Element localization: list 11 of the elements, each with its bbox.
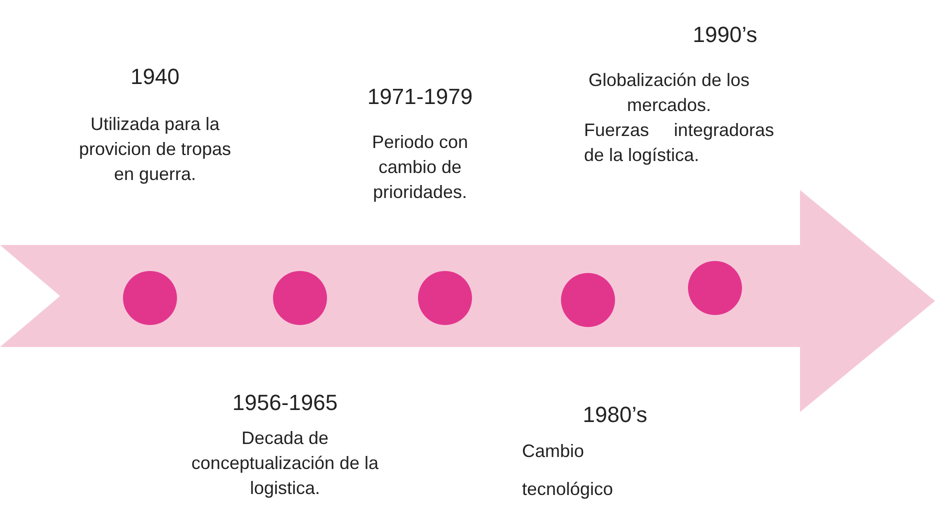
event-description: Fuerzas integradoras de la logística. [584,119,774,167]
event-description: Periodo con cambio de prioridades. [370,131,470,204]
year-label: 1940 [130,64,180,89]
year-label: 1971-1979 [366,84,474,109]
event-description: Globalización de los mercados. [587,69,751,117]
event-description: Utilizada para la provicion de tropas en guerra. [78,113,232,186]
year-label: 1990’s [692,22,758,47]
event-description: Cambio tecnológico [522,440,614,501]
event-description: Decada de conceptualización de la logistica. [190,427,380,500]
year-label: 1980’s [582,402,648,427]
year-label: 1956-1965 [231,390,339,415]
